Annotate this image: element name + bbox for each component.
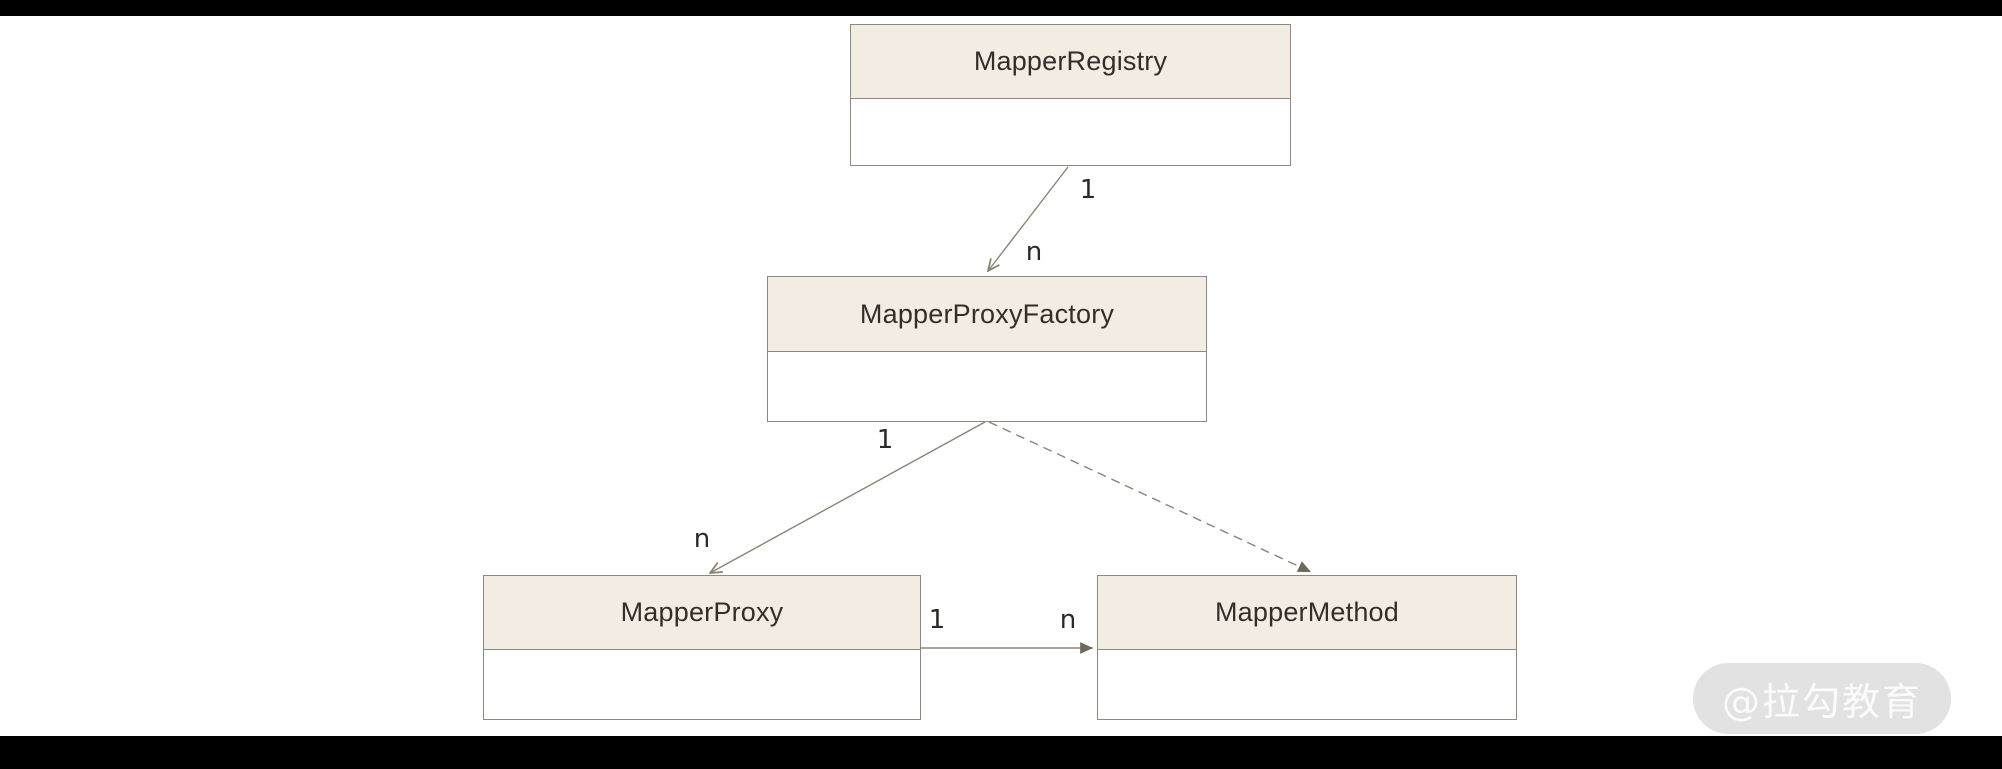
multiplicity-label-proxy-target: n	[693, 524, 711, 554]
multiplicity-label-proxy-source: 1	[928, 605, 946, 635]
class-header: MapperProxyFactory	[768, 277, 1206, 352]
class-header: MapperProxy	[484, 576, 920, 650]
class-name: MapperProxy	[620, 597, 784, 627]
class-header: MapperRegistry	[851, 25, 1290, 99]
multiplicity-label-registry-source: 1	[1079, 175, 1097, 205]
multiplicity-label-proxyfactory-source: 1	[876, 425, 894, 455]
watermark-badge: @拉勾教育	[1693, 663, 1951, 734]
class-attributes-compartment	[484, 650, 920, 719]
multiplicity-label-method-target: n	[1059, 605, 1077, 635]
class-name: MapperMethod	[1214, 597, 1399, 627]
connector-proxyfactory-to-method-dashed	[988, 421, 1312, 573]
class-header: MapperMethod	[1098, 576, 1516, 650]
class-box-mapperproxy: MapperProxy	[483, 575, 921, 720]
class-box-mappermethod: MapperMethod	[1097, 575, 1517, 720]
class-attributes-compartment	[851, 99, 1290, 165]
letterbox-bar-top	[0, 0, 2002, 16]
class-attributes-compartment	[1098, 650, 1516, 719]
class-name: MapperRegistry	[973, 46, 1168, 76]
class-box-mapperproxyfactory: MapperProxyFactory	[767, 276, 1207, 422]
class-name: MapperProxyFactory	[859, 298, 1115, 329]
class-box-mapperregistry: MapperRegistry	[850, 24, 1291, 166]
letterbox-bar-bottom	[0, 736, 2002, 769]
watermark-text: @拉勾教育	[1721, 680, 1922, 724]
connector-proxyfactory-to-proxy	[710, 421, 986, 573]
multiplicity-label-proxyfactory-target: n	[1025, 237, 1043, 267]
class-attributes-compartment	[768, 352, 1206, 421]
